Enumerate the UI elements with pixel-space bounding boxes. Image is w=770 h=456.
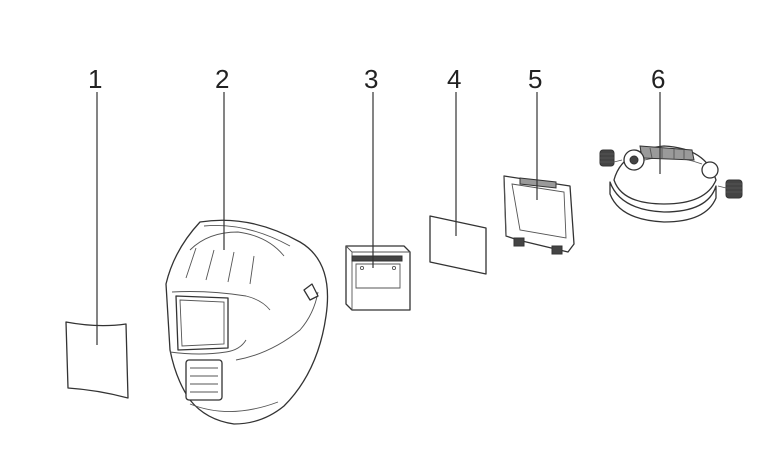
- callout-label-5: 5: [528, 64, 542, 94]
- clear-lens-icon: [65, 321, 129, 399]
- callout-label-4: 4: [447, 64, 461, 94]
- callout-label-6: 6: [651, 64, 665, 94]
- filter-holder-frame-icon: [503, 175, 575, 255]
- auto-darkening-filter-cartridge-icon: [345, 245, 411, 311]
- headgear-icon: [599, 145, 743, 223]
- callout-label-2: 2: [215, 64, 229, 94]
- welding-helmet-shell-icon: [165, 219, 329, 425]
- callout-label-3: 3: [364, 64, 378, 94]
- inner-lens-icon: [429, 215, 487, 275]
- callout-label-1: 1: [88, 64, 102, 94]
